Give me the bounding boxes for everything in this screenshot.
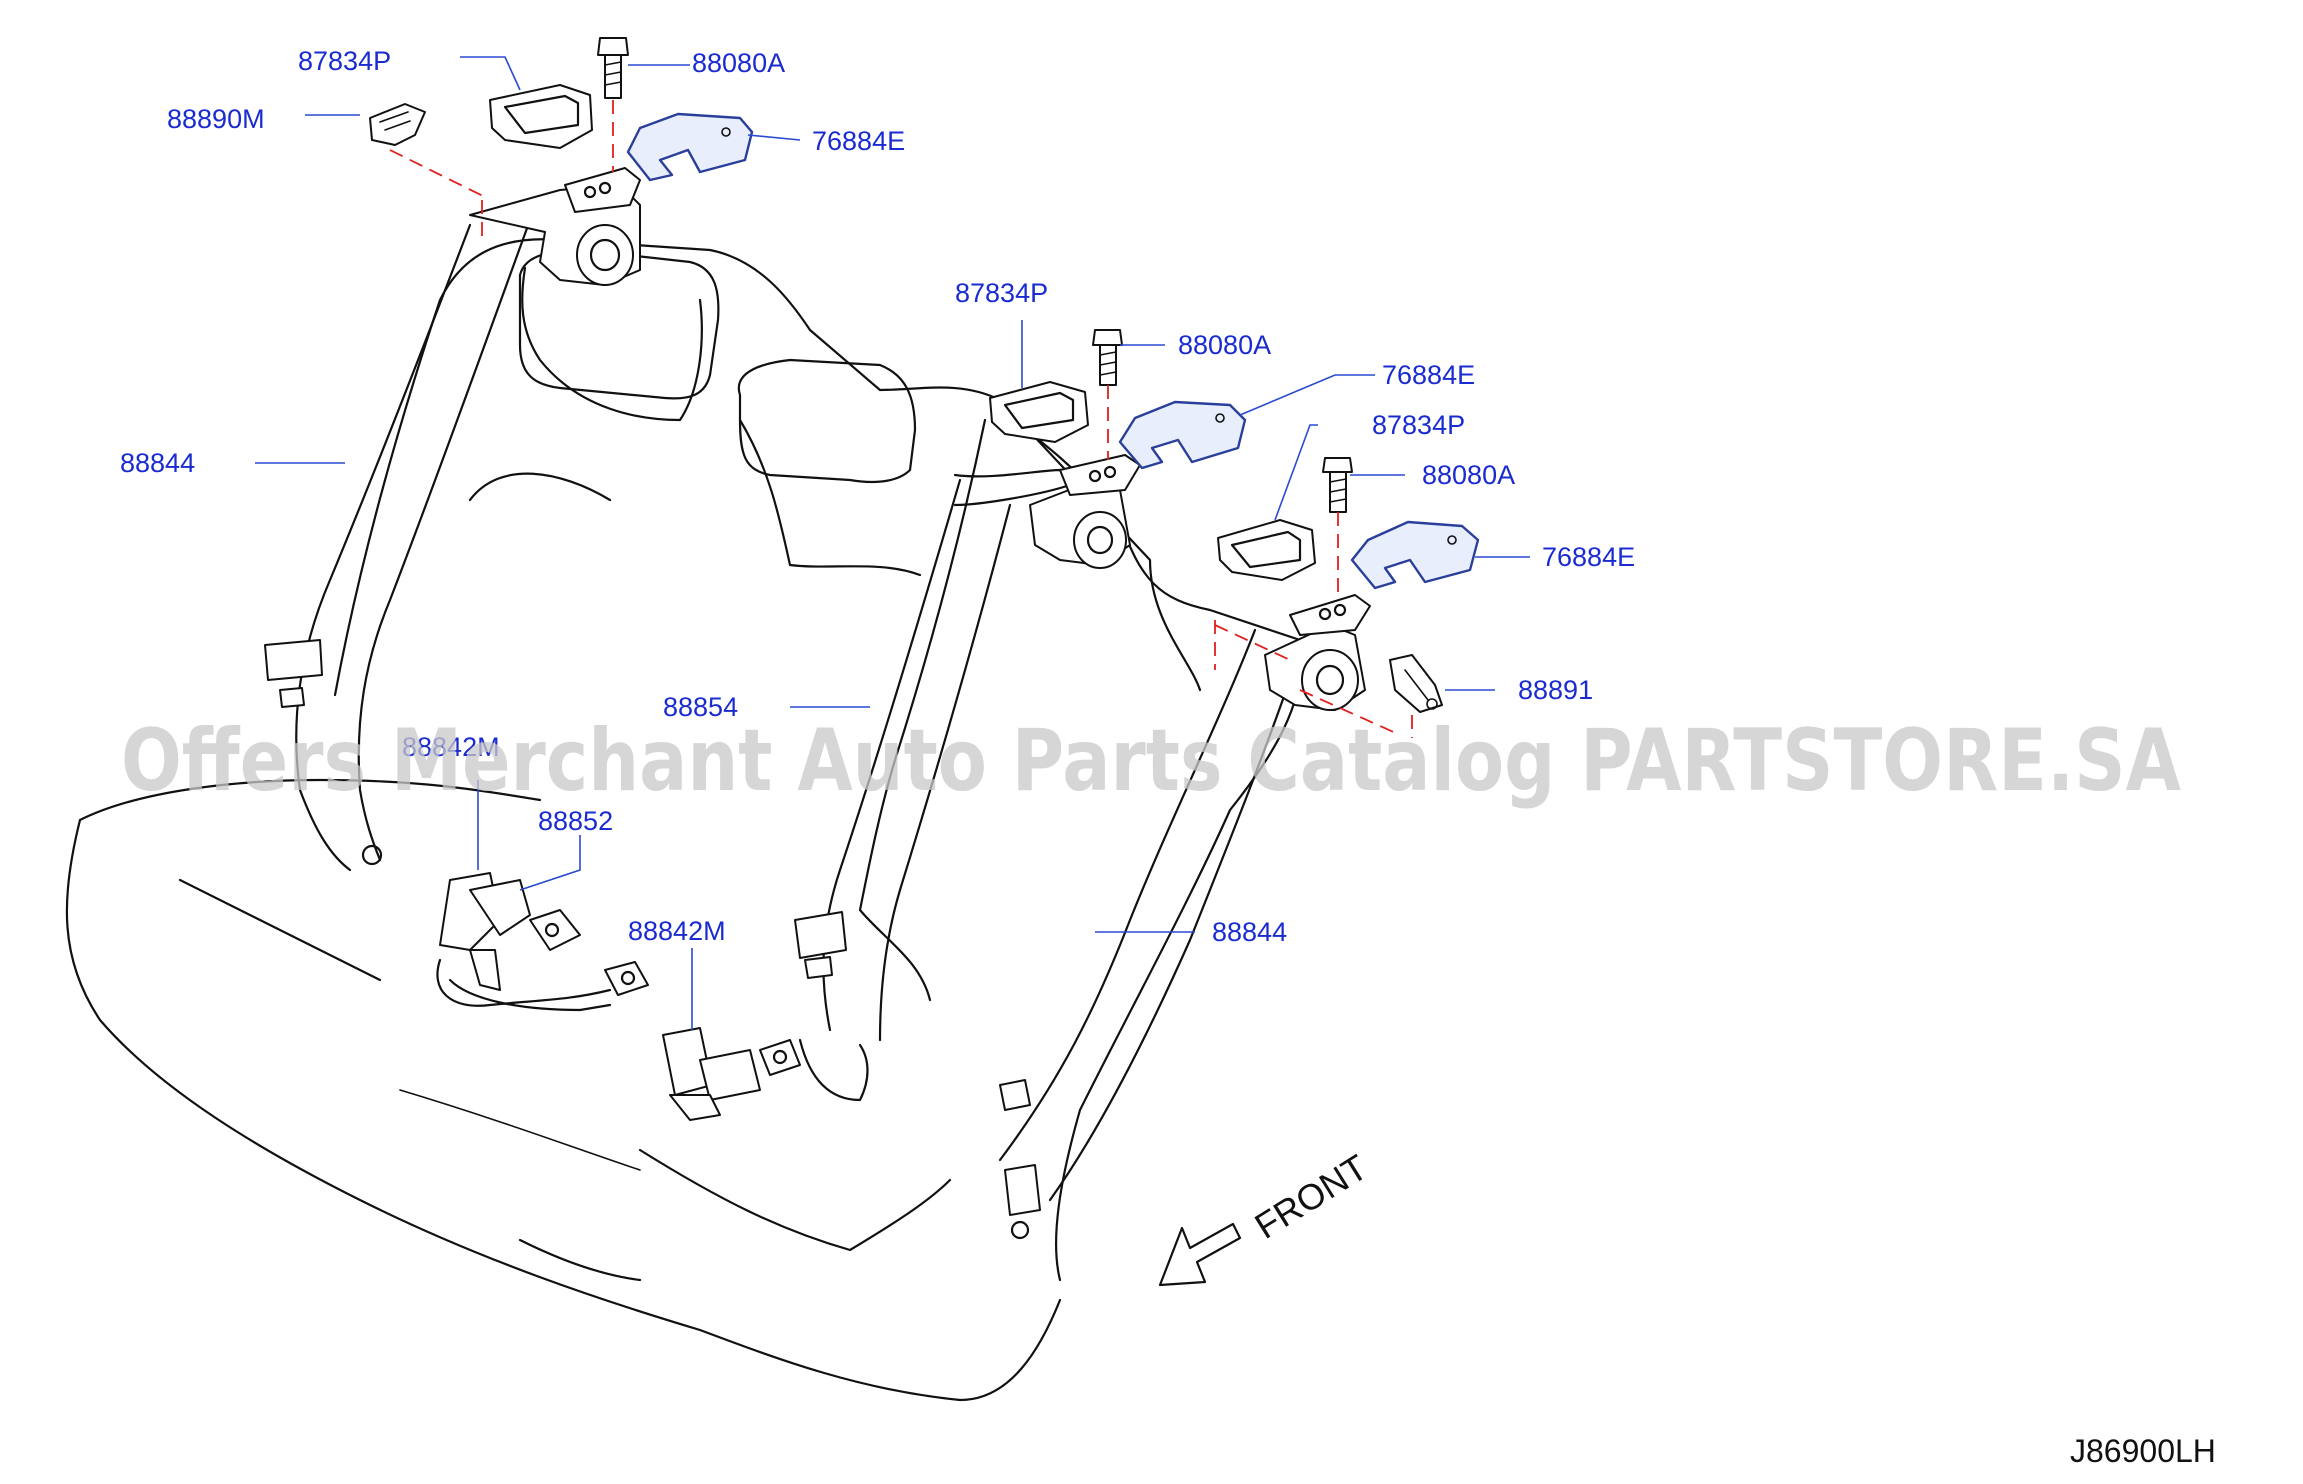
figure-code: J86900LH	[2070, 1433, 2216, 1469]
rear-seat-outline	[65, 238, 1303, 1402]
buckle-88842m-center	[662, 1027, 801, 1121]
callout-88842m-center: 88842M	[628, 916, 726, 946]
buckle-88852	[529, 909, 649, 996]
callout-88890m: 88890M	[167, 104, 265, 134]
callout-76884e-top: 76884E	[812, 126, 905, 156]
watermark: Offers Merchant Auto Parts Catalog PARTS…	[121, 711, 2181, 811]
callout-88842m-left: 88842M	[402, 732, 500, 762]
cover-87834p-mid	[989, 381, 1089, 443]
shim-76884e-right	[1350, 520, 1480, 590]
leader-lines	[255, 56, 1530, 1030]
front-arrow: FRONT	[1158, 1146, 1375, 1287]
bolt-88080a-mid	[1092, 329, 1123, 386]
bolt-88080a-top	[597, 37, 629, 99]
callout-87834p-right: 87834P	[1372, 410, 1465, 440]
shim-76884e-top	[626, 112, 754, 182]
callout-88854: 88854	[663, 692, 738, 722]
bolt-88080a-right	[1322, 457, 1353, 513]
callout-76884e-mid: 76884E	[1382, 360, 1475, 390]
callout-labels: 87834P 88890M 88080A 76884E 87834P 88080…	[120, 46, 1635, 947]
seat-belt-88844-left	[264, 218, 532, 872]
callout-88080a-top: 88080A	[692, 48, 785, 78]
callout-88080a-right: 88080A	[1422, 460, 1515, 490]
callout-88891: 88891	[1518, 675, 1593, 705]
retractor-right	[1264, 594, 1371, 711]
retractor-top-left	[469, 167, 641, 286]
callout-88852: 88852	[538, 806, 613, 836]
retractor-center	[1029, 454, 1141, 569]
buckle-88842m-left	[436, 872, 612, 1012]
cover-88890m	[369, 103, 426, 146]
callout-88844-left: 88844	[120, 448, 195, 478]
front-label: FRONT	[1248, 1146, 1375, 1246]
seat-belt-88844-right	[998, 628, 1302, 1240]
cover-87834p-top	[489, 84, 593, 149]
callout-87834p-mid: 87834P	[955, 278, 1048, 308]
cover-88891	[1389, 654, 1443, 713]
callout-88080a-mid: 88080A	[1178, 330, 1271, 360]
seat-belt-88854	[794, 468, 1072, 1102]
reference-lines	[389, 100, 1413, 738]
callout-87834p-top: 87834P	[298, 46, 391, 76]
callout-88844-right: 88844	[1212, 917, 1287, 947]
shim-76884e-mid	[1118, 400, 1247, 470]
cover-87834p-right	[1217, 519, 1316, 581]
callout-76884e-right: 76884E	[1542, 542, 1635, 572]
